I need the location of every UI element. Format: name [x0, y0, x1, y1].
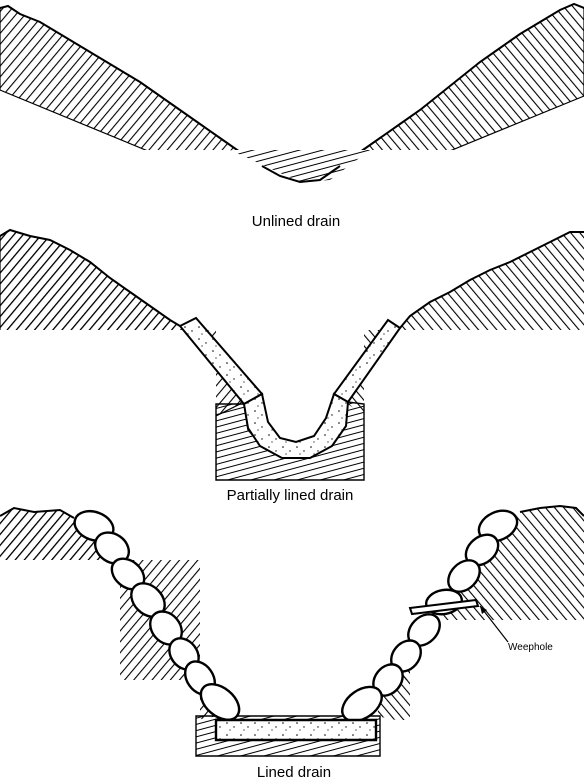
- lined-drain: Weephole Lined drain: [0, 504, 584, 781]
- partial-ground-line: [0, 228, 584, 329]
- lined-caption: Lined drain: [257, 764, 331, 781]
- weephole-leader-line: [479, 605, 509, 643]
- unlined-drain: Unlined drain: [0, 2, 584, 230]
- weephole-pipe: [408, 598, 480, 616]
- unlined-caption: Unlined drain: [252, 213, 340, 230]
- lined-ground-line: [0, 504, 584, 519]
- left-stone-lining: [73, 509, 241, 721]
- weephole-label: Weephole: [508, 642, 553, 653]
- partial-soil-right: [340, 232, 584, 416]
- lined-concrete-base: [214, 718, 378, 742]
- partially-lined-caption: Partially lined drain: [227, 487, 354, 504]
- partial-concrete-channel: [242, 392, 350, 459]
- partially-lined-drain: Partially lined drain: [0, 228, 584, 504]
